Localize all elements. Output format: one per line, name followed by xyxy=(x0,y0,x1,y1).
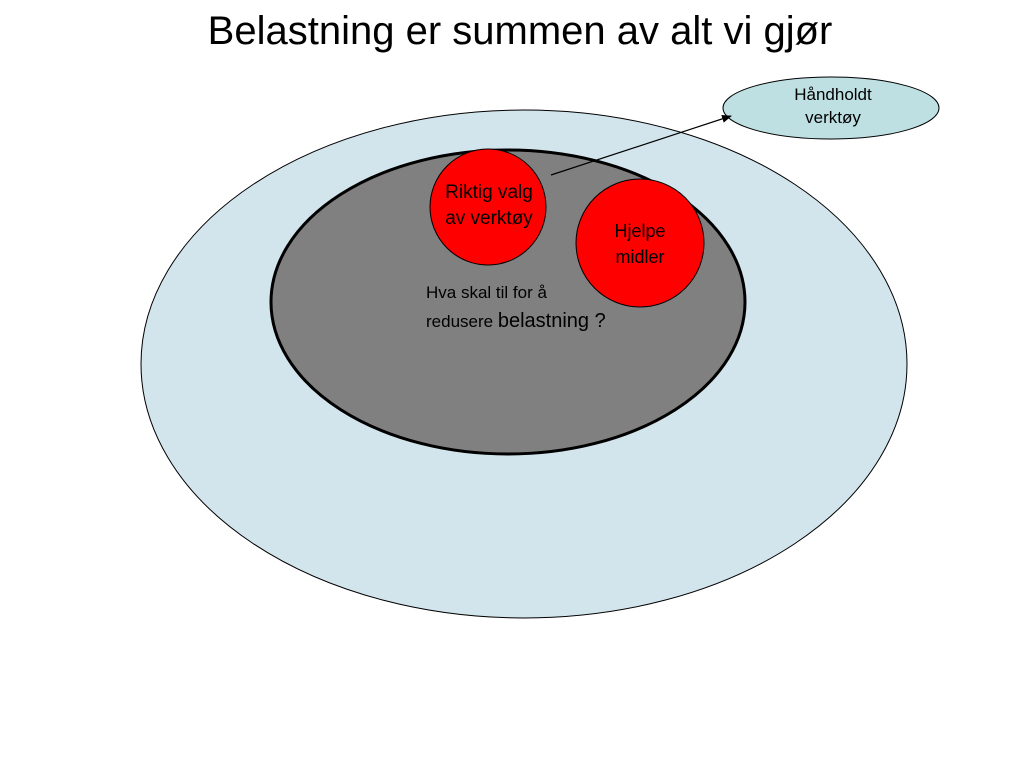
handholdt-label: Håndholdt verktøy xyxy=(728,83,938,129)
riktig-valg-line-1: Riktig valg xyxy=(445,182,533,203)
question-line-1: Hva skal til for å xyxy=(426,283,547,302)
handholdt-line-1: Håndholdt xyxy=(794,85,872,104)
red-circle-hjelpe-midler xyxy=(575,178,705,308)
question-line-2-big: belastning ? xyxy=(497,310,606,332)
slide-title: Belastning er summen av alt vi gjør xyxy=(207,9,833,53)
hjelpe-midler-line-2: midler xyxy=(615,247,665,267)
question-text: Hva skal til for å redusere belastning ? xyxy=(426,279,726,336)
red-circle-riktig-valg xyxy=(429,148,547,266)
hjelpe-midler-label: Hjelpe midler xyxy=(580,218,700,270)
handholdt-line-2: verktøy xyxy=(805,108,861,127)
question-line-2: redusere belastning ? xyxy=(426,307,726,336)
riktig-valg-label: Riktig valg av verktøy xyxy=(414,180,564,232)
arrow-connector xyxy=(550,115,732,176)
riktig-valg-line-2: av verktøy xyxy=(445,208,533,229)
callout-ellipse xyxy=(722,76,940,140)
question-line-2-small: redusere xyxy=(426,312,498,331)
hjelpe-midler-line-1: Hjelpe xyxy=(614,221,666,241)
